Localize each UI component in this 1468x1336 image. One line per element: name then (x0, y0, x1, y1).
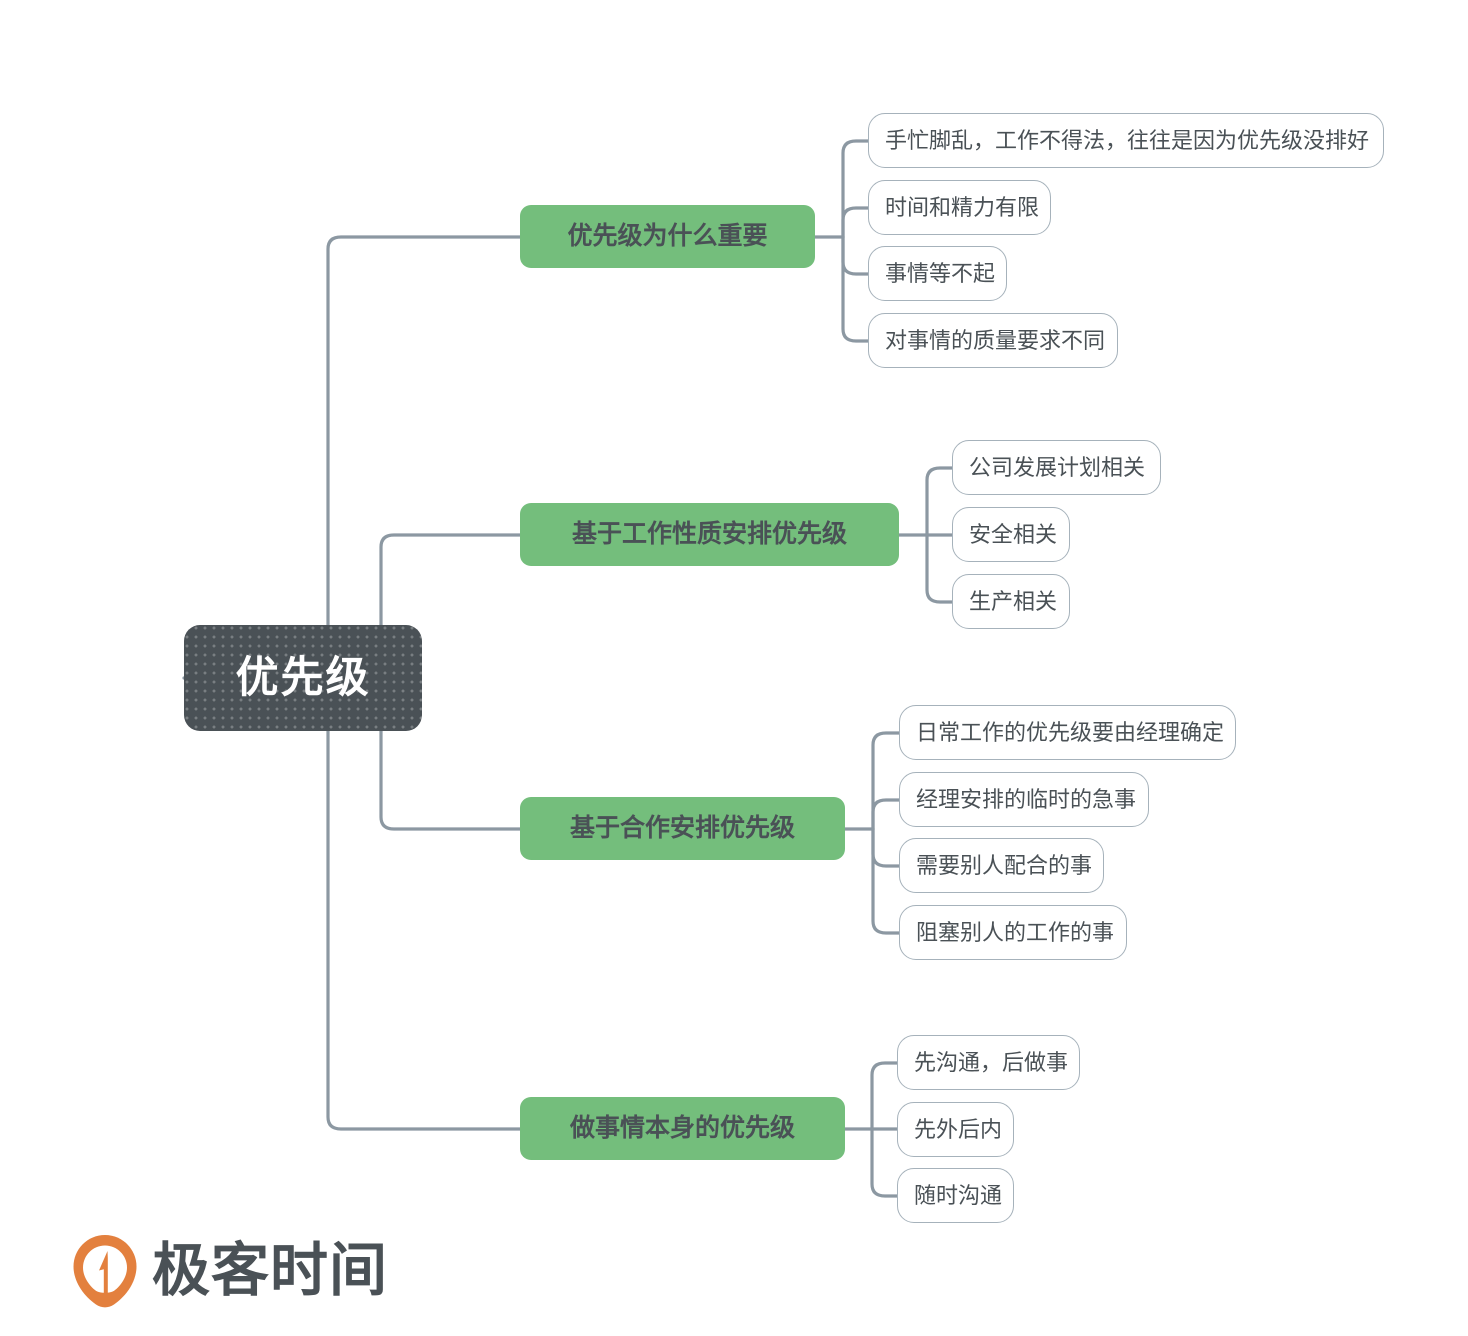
leaf-node-2-1-label: 公司发展计划相关 (969, 454, 1146, 480)
edge-branch3-leaf1 (871, 731, 901, 831)
leaf-node-4-3[interactable]: 随时沟通 (897, 1168, 1014, 1223)
branch-node-1-label: 优先级为什么重要 (567, 222, 768, 250)
edge-branch1-leaf1 (841, 139, 870, 239)
leaf-node-4-1[interactable]: 先沟通，后做事 (897, 1035, 1080, 1090)
root-node[interactable]: 优先级 (184, 625, 422, 731)
edge-root-to-branch1 (326, 235, 522, 680)
leaf-node-3-2-label: 经理安排的临时的急事 (916, 786, 1137, 812)
leaf-node-3-4[interactable]: 阻塞别人的工作的事 (899, 905, 1127, 960)
leaf-node-4-2[interactable]: 先外后内 (897, 1102, 1014, 1157)
leaf-node-1-4-label: 对事情的质量要求不同 (885, 327, 1106, 353)
edge-branch2-leaf3 (925, 533, 954, 604)
leaf-node-1-4[interactable]: 对事情的质量要求不同 (868, 313, 1118, 368)
leaf-node-3-3[interactable]: 需要别人配合的事 (899, 838, 1104, 893)
edge-branch3-leaf4 (871, 827, 901, 935)
leaf-node-2-2-label: 安全相关 (969, 521, 1058, 547)
leaf-node-4-3-label: 随时沟通 (914, 1182, 1003, 1208)
edge-branch1-leaf2 (841, 206, 870, 239)
root-node-label: 优先级 (235, 653, 371, 702)
branch-node-3[interactable]: 基于合作安排优先级 (520, 797, 845, 860)
branch-node-4[interactable]: 做事情本身的优先级 (520, 1097, 845, 1160)
leaf-node-2-3-label: 生产相关 (969, 588, 1058, 614)
leaf-node-2-1[interactable]: 公司发展计划相关 (952, 440, 1161, 495)
branch-node-3-label: 基于合作安排优先级 (569, 814, 795, 842)
leaf-node-3-4-label: 阻塞别人的工作的事 (916, 919, 1115, 945)
leaf-node-1-1-label: 手忙脚乱，工作不得法，往往是因为优先级没排好 (885, 127, 1370, 153)
leaf-node-4-1-label: 先沟通，后做事 (914, 1049, 1069, 1075)
leaf-node-4-2-label: 先外后内 (914, 1116, 1003, 1142)
branch-node-4-label: 做事情本身的优先级 (569, 1114, 795, 1142)
leaf-node-2-2[interactable]: 安全相关 (952, 507, 1070, 562)
leaf-node-1-3-label: 事情等不起 (885, 260, 996, 286)
leaf-node-1-1[interactable]: 手忙脚乱，工作不得法，往往是因为优先级没排好 (868, 113, 1384, 168)
geektime-pin-icon (73, 1235, 137, 1308)
edge-root-to-branch4 (326, 676, 522, 1131)
leaf-node-1-3[interactable]: 事情等不起 (868, 246, 1007, 301)
leaf-node-3-3-label: 需要别人配合的事 (916, 852, 1093, 878)
leaf-node-2-3[interactable]: 生产相关 (952, 574, 1070, 629)
brand-logo: 极客时间 (72, 1234, 388, 1308)
leaf-node-3-2[interactable]: 经理安排的临时的急事 (899, 772, 1149, 827)
branch-node-1[interactable]: 优先级为什么重要 (520, 205, 815, 268)
edge-branch4-leaf1 (870, 1061, 899, 1131)
logo-text: 极客时间 (152, 1238, 389, 1303)
branch-node-2-label: 基于工作性质安排优先级 (571, 520, 847, 548)
edge-branch1-leaf4 (841, 235, 870, 343)
edge-branch1-leaf3 (841, 235, 870, 276)
edge-branch3-leaf2 (871, 798, 901, 831)
edge-branch3-leaf3 (871, 827, 901, 868)
leaf-node-1-2-label: 时间和精力有限 (885, 194, 1040, 220)
leaf-node-3-1[interactable]: 日常工作的优先级要由经理确定 (899, 705, 1236, 760)
branch-node-2[interactable]: 基于工作性质安排优先级 (520, 503, 899, 566)
edge-branch4-leaf3 (870, 1127, 899, 1198)
leaf-node-1-2[interactable]: 时间和精力有限 (868, 180, 1051, 235)
leaf-node-3-1-label: 日常工作的优先级要由经理确定 (916, 719, 1225, 745)
edge-branch2-leaf1 (925, 466, 954, 537)
